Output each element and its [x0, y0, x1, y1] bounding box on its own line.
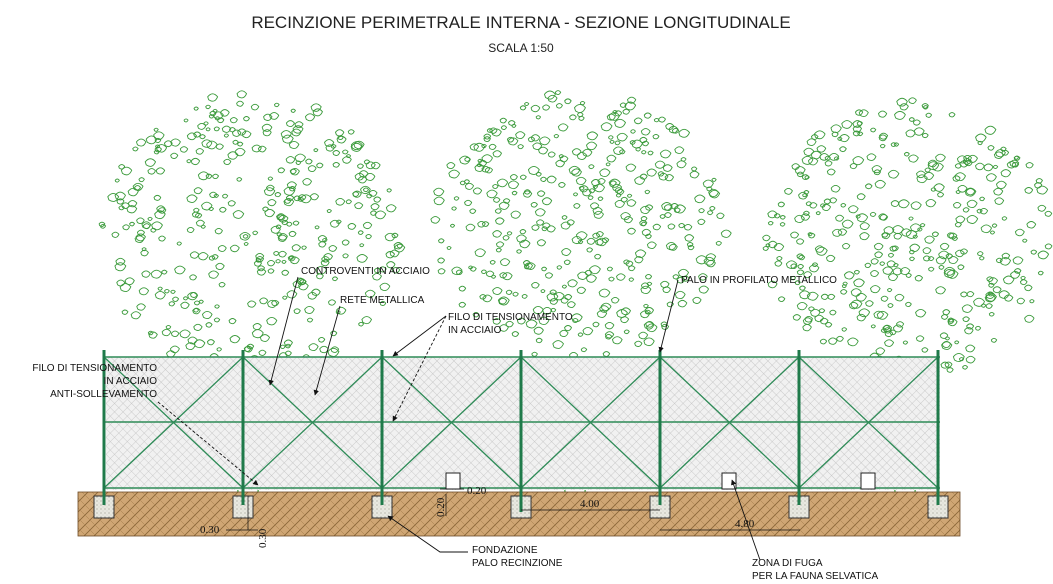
- dim-foundation-width: 0.30: [200, 524, 220, 536]
- leader-filo-tens-a: [392, 315, 447, 357]
- dim-gap-horizontal: 0.20: [467, 485, 487, 497]
- brace-diagonal: [520, 356, 661, 489]
- leader-controventi: [268, 276, 299, 386]
- label-zona-fuga-1: ZONA DI FUGA: [752, 558, 823, 569]
- leader-lines: [157, 276, 761, 561]
- brace-diagonal: [381, 356, 522, 489]
- label-filo-anti-1: FILO DI TENSIONAMENTO: [32, 363, 157, 374]
- label-filo-anti-2: IN ACCIAIO: [104, 376, 158, 387]
- label-fondazione-2: PALO RECINZIONE: [472, 558, 563, 569]
- label-rete-metallica: RETE METALLICA: [340, 295, 425, 306]
- brace-diagonal: [659, 356, 800, 489]
- label-filo-tensionamento-2: IN ACCIAIO: [448, 325, 502, 336]
- label-palo-profilato: PALO IN PROFILATO METALLICO: [681, 275, 837, 286]
- leader-palo-profilato: [658, 279, 679, 353]
- escape-gap: [860, 472, 876, 490]
- leader-filo-anti: [157, 401, 259, 486]
- drawing-scale: SCALA 1:50: [488, 41, 554, 55]
- fence-posts: [93, 350, 949, 519]
- label-zona-fuga-2: PER LA FAUNA SELVATICA: [752, 571, 878, 582]
- steel-bracing: [103, 356, 939, 489]
- escape-gap: [445, 472, 461, 490]
- brace-diagonal: [242, 356, 383, 489]
- dim-foundation-height: 0.30: [257, 528, 269, 548]
- brace-diagonal: [103, 356, 244, 489]
- label-controventi: CONTROVENTI IN ACCIAIO: [301, 266, 430, 277]
- dimension-lines: [226, 488, 800, 531]
- dim-span-4-80: 4.80: [735, 518, 755, 530]
- label-fondazione-1: FONDAZIONE: [472, 545, 538, 556]
- brace-diagonal: [798, 356, 939, 489]
- drawing-title: RECINZIONE PERIMETRALE INTERNA - SEZIONE…: [251, 13, 790, 32]
- label-filo-tensionamento-1: FILO DI TENSIONAMENTO: [448, 312, 573, 323]
- label-filo-anti-3: ANTI-SOLLEVAMENTO: [50, 389, 157, 400]
- trees-group: [98, 90, 1053, 493]
- tree: [762, 97, 1053, 493]
- tree: [430, 90, 732, 493]
- leader-rete: [313, 305, 341, 396]
- wildlife-escape-gaps: [445, 472, 876, 490]
- leader-fondazione: [387, 515, 468, 553]
- mesh-panel: [106, 357, 940, 490]
- leader-zona-fuga: [731, 479, 761, 561]
- dim-span-4-00: 4.00: [580, 498, 600, 510]
- dim-gap-vertical: 0.20: [435, 497, 447, 517]
